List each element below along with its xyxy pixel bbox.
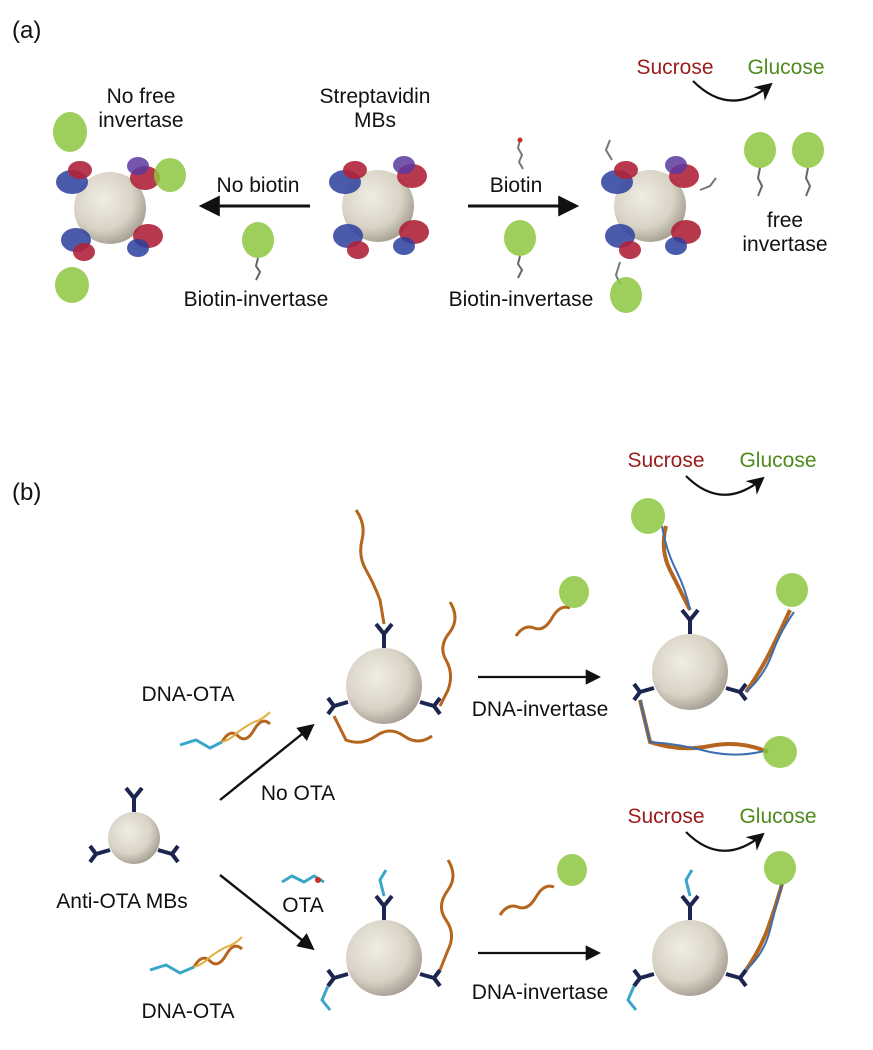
biotin-molecule [516,137,524,170]
dna-duplex [745,883,783,971]
bead-no-ota [326,509,457,744]
sucrose-label-a: Sucrose [636,56,713,79]
dna-ota-label-top: DNA-OTA [142,683,235,706]
glucose-label-b-bottom: Glucose [739,805,816,828]
antibody-icon [725,968,748,988]
sucrose-glucose-arrow-b-bottom [685,831,765,852]
dna-ota-molecule-bottom [149,936,244,975]
dna-ota-molecule-top [179,711,272,750]
dna-invertase-label-top: DNA-invertase [472,698,609,721]
biotin-invertase-molecule-right [504,220,536,279]
streptavidin-mbs-label-2: MBs [354,109,396,132]
streptavidin-protein [333,224,369,259]
dna-duplex [744,609,792,694]
antibody-icon [157,844,180,864]
dna-duplex [661,525,691,611]
streptavidin-protein [665,156,699,188]
antibody-icon [680,894,700,920]
sucrose-glucose-arrow-b-top [685,475,765,496]
dna-strand [354,509,386,625]
dna-ota-label-bottom: DNA-OTA [142,1000,235,1023]
antibody-icon [632,968,655,988]
streptavidin-protein [665,220,701,255]
biotin-invertase-right-label: Biotin-invertase [449,288,594,311]
antibody-icon [326,968,349,988]
dna-strand [438,601,457,707]
biotin-invertase-molecule-left [242,222,274,281]
antibody-icon [419,696,442,716]
streptavidin-protein [393,156,427,188]
invertase-enzyme [764,851,796,885]
antibody-icon [88,844,111,864]
ota-arrow [219,874,315,951]
streptavidin-protein [605,224,641,259]
streptavidin-bead-left [53,112,186,303]
invertase-enzyme [763,736,797,768]
free-invertase-label: free [767,209,803,232]
bead-hybridized-bottom [626,851,796,1011]
dna-invertase-molecule-bottom [498,854,587,916]
streptavidin-protein [601,161,638,194]
panel-a-label: (a) [12,17,41,44]
antibody-icon [124,786,144,812]
antibody-icon [419,968,442,988]
invertase-enzyme [631,498,665,534]
streptavidin-protein [61,228,95,261]
bead-hybridized-top [631,498,808,768]
invertase-enzyme [610,277,642,313]
panel-b-label: (b) [12,479,41,506]
free-invertase-molecules [744,132,824,197]
sucrose-label-b-bottom: Sucrose [627,805,704,828]
streptavidin-mbs-label: Streptavidin [320,85,431,108]
streptavidin-protein [56,161,92,194]
free-invertase-label-2: invertase [742,233,827,256]
glucose-label-b-top: Glucose [739,449,816,472]
dna-duplex [638,699,769,754]
antibody-icon [374,622,394,648]
glucose-label-a: Glucose [747,56,824,79]
dna-strand [438,859,455,971]
biotin-label: Biotin [490,174,543,197]
streptavidin-protein [127,157,160,190]
dna-duplex [639,699,769,756]
no-free-invertase-label-2: invertase [98,109,183,132]
antibody-icon [374,894,394,920]
biotin-invertase-left-label: Biotin-invertase [184,288,329,311]
dna-duplex [744,883,784,972]
anti-ota-mbs-label: Anti-OTA MBs [56,890,187,913]
antibody-icon [632,682,655,702]
no-biotin-label: No biotin [217,174,300,197]
sucrose-label-b-top: Sucrose [627,449,704,472]
no-ota-arrow [219,723,315,801]
no-ota-label: No OTA [261,782,335,805]
no-free-invertase-label: No free [107,85,176,108]
ota-molecule [281,874,325,884]
dna-invertase-label-bottom: DNA-invertase [472,981,609,1004]
invertase-enzyme [53,112,87,152]
dna-duplex [745,611,795,693]
streptavidin-bead-center [329,156,429,259]
dna-invertase-molecule-top [514,576,589,637]
invertase-enzyme [55,267,89,303]
ota-label: OTA [282,894,324,917]
invertase-enzyme [154,158,186,192]
dna-strand [332,715,433,744]
streptavidin-protein [127,224,163,257]
streptavidin-bead-right [601,139,717,313]
invertase-enzyme [776,573,808,607]
anti-ota-bead [88,786,180,864]
bead-ota [320,859,455,1011]
streptavidin-protein [329,161,367,194]
antibody-icon [680,608,700,634]
antibody-icon [326,696,349,716]
sucrose-glucose-arrow-a [692,80,773,102]
streptavidin-protein [393,220,429,255]
antibody-icon [725,682,748,702]
